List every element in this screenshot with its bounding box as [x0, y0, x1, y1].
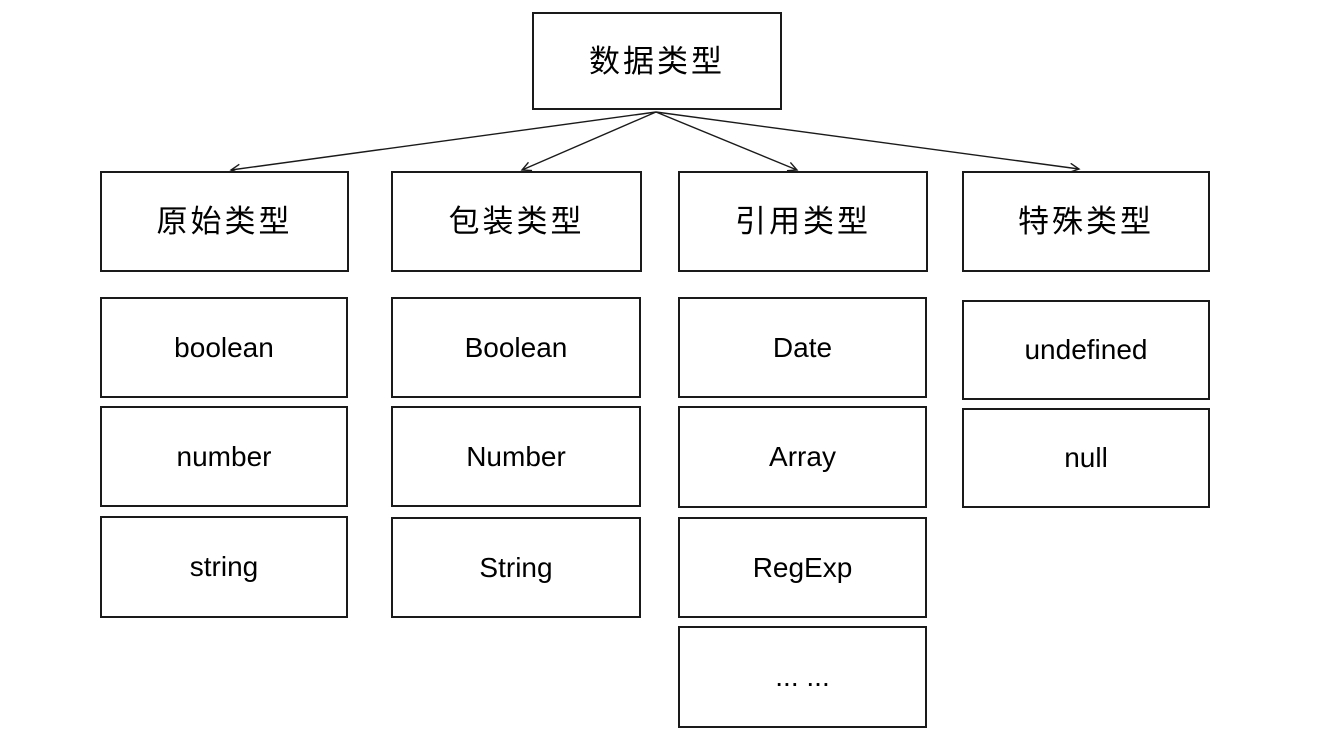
leaf-node-boolean: boolean [100, 297, 348, 398]
arrow-root-to-primitive [231, 111, 657, 170]
category-node-reference-types: 引用类型 [678, 171, 928, 272]
leaf-node-string: string [100, 516, 348, 618]
arrow-root-to-special [655, 111, 1079, 169]
category-node-primitive-types: 原始类型 [100, 171, 349, 272]
leaf-node-RegExp: RegExp [678, 517, 927, 618]
leaf-node-null: null [962, 408, 1210, 508]
category-node-wrapper-types: 包装类型 [391, 171, 642, 272]
arrow-root-to-reference [655, 111, 797, 170]
leaf-node-undefined: undefined [962, 300, 1210, 400]
leaf-node-String: String [391, 517, 641, 618]
root-node-data-types: 数据类型 [532, 12, 782, 110]
leaf-node-number: number [100, 406, 348, 507]
leaf-node-Boolean: Boolean [391, 297, 641, 398]
leaf-node-Array: Array [678, 406, 927, 508]
arrow-root-to-wrapper [522, 111, 657, 170]
leaf-node-ellipsis: ... ... [678, 626, 927, 728]
category-node-special-types: 特殊类型 [962, 171, 1210, 272]
leaf-node-Number: Number [391, 406, 641, 507]
leaf-node-Date: Date [678, 297, 927, 398]
